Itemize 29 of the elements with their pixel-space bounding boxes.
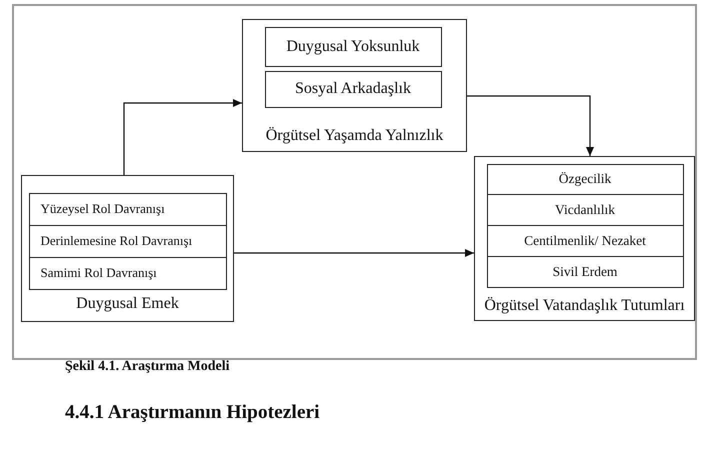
dimension-label: Yüzeysel Rol Davranışı <box>40 201 165 218</box>
construct-box <box>474 156 695 321</box>
dimension-label: Sivil Erdem <box>552 264 618 280</box>
dimension-label: Vicdanlılık <box>555 202 615 218</box>
arrow <box>123 98 242 175</box>
dimension-row <box>28 192 226 226</box>
dimension-label: Özgecilik <box>558 171 612 188</box>
arrow <box>234 248 474 258</box>
dimension-row <box>486 224 684 257</box>
dimension-label: Duygusal Yoksunluk <box>286 38 420 54</box>
dimension-label: Centilmenlik/ Nezaket <box>524 232 646 249</box>
dimension-row <box>486 194 684 226</box>
dimension-row <box>486 256 684 288</box>
arrow <box>467 95 594 156</box>
figure-caption: Şekil 4.1. Araştırma Modeli <box>65 359 230 375</box>
dimension-box <box>264 26 442 66</box>
dimension-row <box>486 164 684 195</box>
section-heading: 4.4.1 Araştırmanın Hipotezleri <box>65 402 320 424</box>
dimension-label: Samimi Rol Davranışı <box>40 265 157 281</box>
dimension-box <box>264 70 442 108</box>
dimension-row <box>28 224 226 258</box>
dimension-label: Sosyal Arkadaşlık <box>295 81 411 97</box>
dimension-label: Derinlemesine Rol Davranışı <box>40 233 192 250</box>
construct-label: Örgütsel Vatandaşlık Tutumları <box>483 297 686 315</box>
construct-label: Duygusal Emek <box>75 295 180 313</box>
construct-box <box>242 19 467 152</box>
construct-label: Örgütsel Yaşamda Yalnızlık <box>264 127 444 145</box>
dimension-row <box>28 256 226 290</box>
construct-box <box>21 175 234 322</box>
